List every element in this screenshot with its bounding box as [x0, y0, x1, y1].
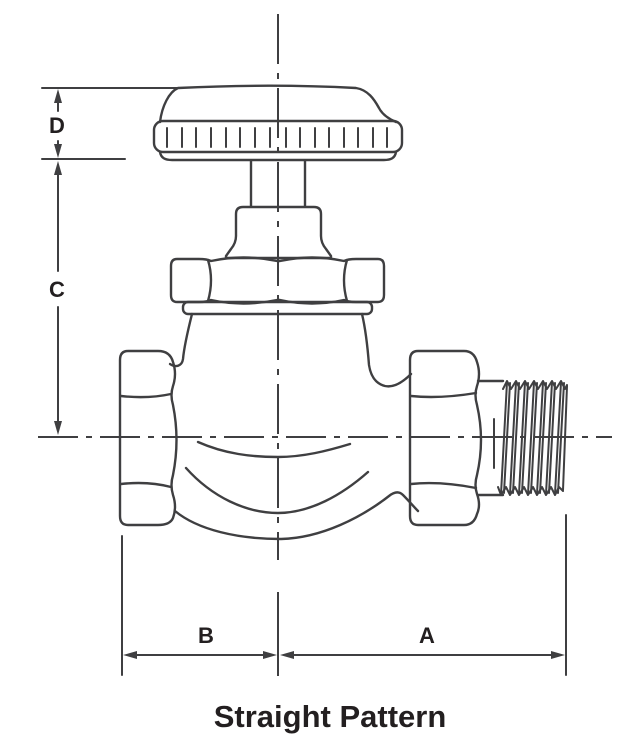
valve-body	[168, 312, 420, 541]
dimension-a: A	[280, 623, 565, 659]
body-shell-arc-lower	[184, 466, 370, 515]
handwheel-dome	[158, 84, 398, 124]
dimension-d: D	[49, 89, 65, 158]
bonnet-collar	[181, 300, 374, 316]
body-bottom-outline	[173, 491, 420, 541]
arrowhead-a-left	[280, 651, 294, 659]
arrowhead-d-up	[54, 89, 62, 103]
knurl-ticks	[166, 127, 388, 148]
thread-crest-top	[502, 380, 568, 390]
diagram-caption: Straight Pattern	[214, 699, 447, 734]
dimension-c: C	[49, 161, 65, 435]
dim-label-c: C	[49, 277, 65, 302]
knurl-band	[152, 119, 404, 154]
dim-label-d: D	[49, 113, 65, 138]
knurl-band-lip	[158, 150, 398, 162]
dim-label-b: B	[198, 623, 214, 648]
thread-flanks	[500, 381, 568, 495]
arrowhead-d-down	[54, 144, 62, 158]
arrowhead-a-right	[551, 651, 565, 659]
body-shell-arc-upper	[196, 440, 352, 459]
right-union-nut	[408, 349, 483, 527]
arrowhead-b-left	[123, 651, 137, 659]
male-thread	[476, 379, 568, 497]
arrowhead-b-right	[263, 651, 277, 659]
body-right-edge	[360, 312, 413, 388]
body-left-edge	[168, 312, 194, 368]
arrowhead-c-down	[54, 421, 62, 435]
dim-label-a: A	[419, 623, 435, 648]
arrowhead-c-up	[54, 161, 62, 175]
valve-stem	[249, 159, 307, 208]
left-union-nut	[118, 349, 178, 527]
handwheel	[152, 84, 404, 162]
extension-lines	[41, 87, 567, 676]
dimension-b: B	[123, 623, 277, 659]
